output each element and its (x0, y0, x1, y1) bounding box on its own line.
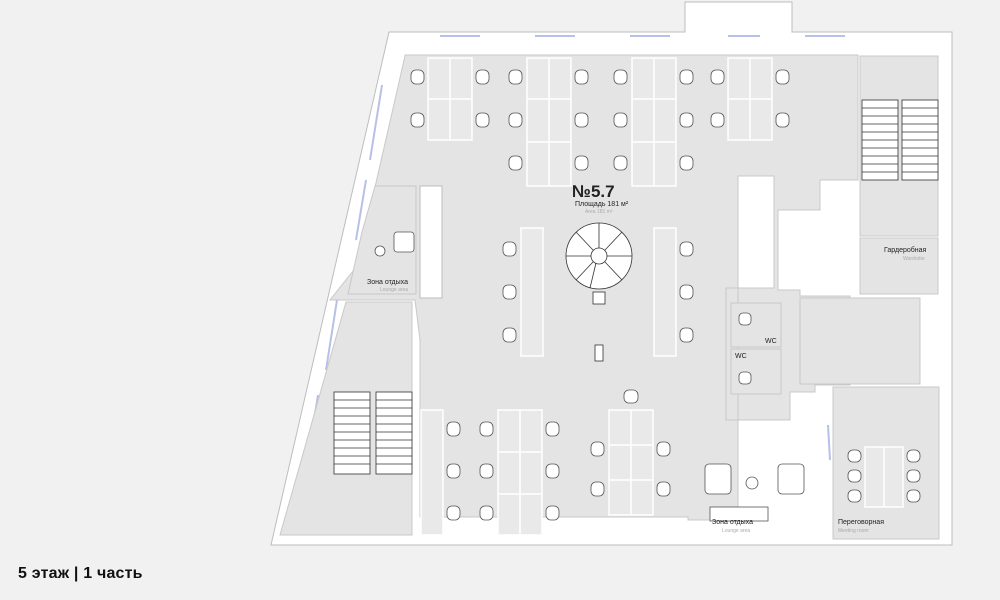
lounge-furniture (374, 231, 805, 522)
lounge-left-room (347, 185, 417, 295)
meeting-label: Переговорная (838, 519, 884, 526)
staircase-right (861, 99, 939, 181)
wardrobe-room (859, 237, 939, 295)
column (592, 291, 606, 305)
lounge-bottom-label-en: Lounge area (722, 528, 750, 534)
desks (420, 57, 904, 536)
lounge-left-label-en: Lounge area (380, 287, 408, 293)
wardrobe-label: Гардеробная (884, 246, 927, 254)
partition-wall (419, 185, 443, 299)
wc-bottom-label: WC (735, 353, 747, 360)
wc-top-room (730, 302, 782, 348)
area-label: Площадь 181 м² (575, 201, 629, 208)
spiral-staircase (565, 222, 633, 290)
chairs (410, 69, 921, 521)
column (594, 344, 604, 362)
meeting-label-en: Meeting room (838, 528, 869, 534)
corridor-right (799, 297, 921, 385)
lounge-bottom-label: Зона отдыха (712, 519, 753, 526)
area-label-en: Area 181 m² (585, 209, 613, 215)
wc-bottom-room (730, 348, 782, 395)
floor-caption: 5 этаж | 1 часть (18, 565, 143, 582)
unit-number: №5.7 (572, 182, 615, 201)
wc-top-label: WC (765, 338, 777, 345)
wardrobe-label-en: Wardrobe (903, 256, 925, 262)
staircase-left (333, 391, 413, 475)
wc-fixtures (738, 312, 752, 385)
lounge-left-label: Зона отдыха (367, 279, 408, 286)
